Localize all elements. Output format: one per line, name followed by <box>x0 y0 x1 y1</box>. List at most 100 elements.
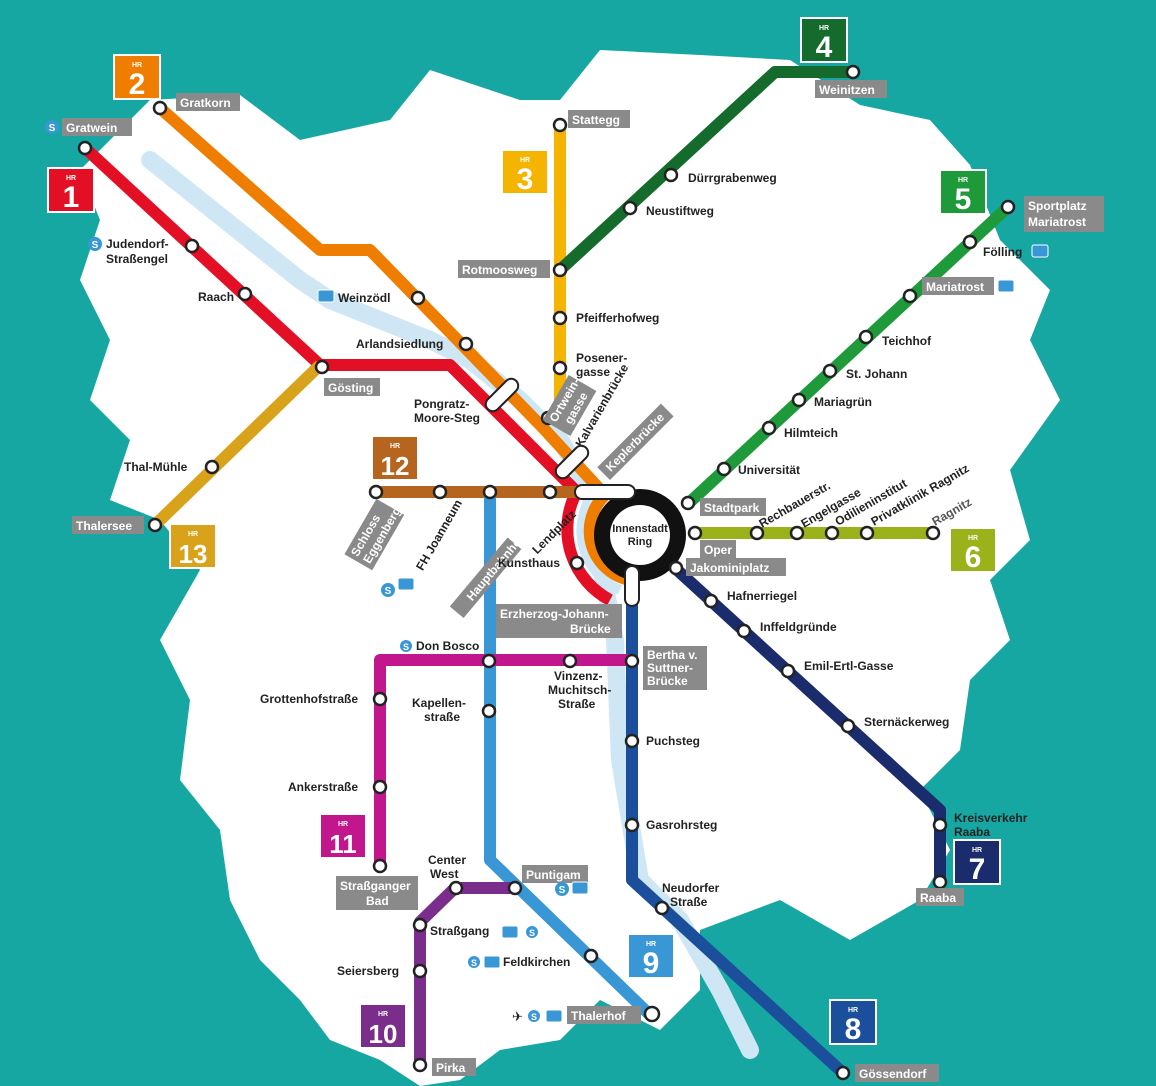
station-oper[interactable] <box>687 525 703 541</box>
station-don-bosco[interactable] <box>481 653 497 669</box>
station-sternaecker[interactable] <box>840 718 856 734</box>
station-bertha[interactable] <box>624 653 640 669</box>
station-schloss-eggenberg[interactable] <box>368 484 384 500</box>
label-duerrgrabenweg: Dürrgrabenweg <box>688 171 777 185</box>
badge-line-9[interactable]: HR 9 <box>627 933 675 980</box>
bus-icon-weinzoedl <box>317 289 335 303</box>
badge-line-4[interactable]: HR 4 <box>800 17 848 64</box>
label-box-hauptbahnhof <box>449 537 522 619</box>
badge-line-3[interactable]: HR 3 <box>501 149 549 196</box>
label-universitaet: Universität <box>738 463 800 477</box>
station-arlandsiedlung[interactable] <box>458 336 474 352</box>
station-goesting[interactable] <box>314 359 330 375</box>
station-odilien[interactable] <box>824 525 840 541</box>
station-thal-muehle[interactable] <box>204 459 220 475</box>
station-rotmoosweg[interactable] <box>552 262 568 278</box>
badge-line-10[interactable]: HR 10 <box>359 1003 407 1049</box>
badge-line-5[interactable]: HR 5 <box>939 169 987 216</box>
badge-line-6[interactable]: HR 6 <box>949 527 997 574</box>
station-sportplatz[interactable] <box>1000 199 1016 215</box>
station-gasrohrsteg[interactable] <box>624 817 640 833</box>
sbahn-icon-puntigam <box>555 882 569 896</box>
station-duerrgrabenweg[interactable] <box>663 167 679 183</box>
station-ankerstrasse[interactable] <box>372 779 388 795</box>
bus-icons <box>317 244 1049 1023</box>
badge-line-7[interactable]: HR 7 <box>953 839 1001 886</box>
station-puchsteg[interactable] <box>624 733 640 749</box>
station-privatklinik[interactable] <box>859 525 875 541</box>
station-kunsthaus[interactable] <box>569 555 585 571</box>
station-goessendorf[interactable] <box>835 1065 851 1081</box>
station-neudorfer[interactable] <box>654 900 670 916</box>
sbahn-icon-puntigam-text: S <box>559 885 566 896</box>
station-emil-ertl[interactable] <box>780 663 796 679</box>
badge-line-12[interactable]: HR 12 <box>371 435 419 481</box>
label-oper: Oper <box>704 543 732 557</box>
station-hauptbahnhof[interactable] <box>482 484 498 500</box>
station-teichhof[interactable] <box>858 329 874 345</box>
station-raaba[interactable] <box>932 874 948 890</box>
station-pfeifferhofweg[interactable] <box>552 310 568 326</box>
label-neudorfer-1: Neudorfer <box>662 881 720 895</box>
station-inffeldgruende[interactable] <box>736 623 752 639</box>
station-mariagruen[interactable] <box>791 392 807 408</box>
station-universitaet[interactable] <box>716 461 732 477</box>
svg-text:1: 1 <box>63 181 80 214</box>
label-seiersberg: Seiersberg <box>337 964 399 978</box>
station-thalersee[interactable] <box>147 517 163 533</box>
label-strassgang: Straßgang <box>430 924 489 938</box>
transfer-pill-pongratz[interactable] <box>483 376 521 414</box>
station-raach[interactable] <box>237 286 253 302</box>
station-puntigam[interactable] <box>507 880 523 896</box>
station-thalerhof[interactable] <box>643 1005 661 1023</box>
station-weinzoedl[interactable] <box>410 290 426 306</box>
station-gratwein[interactable] <box>77 140 93 156</box>
badge-line-13[interactable]: HR 13 <box>169 523 217 569</box>
station-judendorf[interactable] <box>184 238 200 254</box>
station-rechbauer[interactable] <box>749 525 765 541</box>
station-strassganger-bad[interactable] <box>372 858 388 874</box>
badge-line-8[interactable]: HR 8 <box>829 999 877 1046</box>
ring-arc-blue <box>576 492 623 595</box>
station-engelgasse[interactable] <box>789 525 805 541</box>
transfer-pill-ring-top[interactable] <box>574 484 636 500</box>
station-weinitzen[interactable] <box>845 64 861 80</box>
station-jakominiplatz[interactable] <box>668 560 684 576</box>
badge-line-1[interactable]: HR 1 <box>47 167 95 214</box>
station-grottenhof[interactable] <box>372 691 388 707</box>
station-strassgang[interactable] <box>412 917 428 933</box>
station-st-johann[interactable] <box>822 363 838 379</box>
svg-text:HR: HR <box>972 847 982 854</box>
label-thal-muehle: Thal-Mühle <box>124 460 188 474</box>
station-stattegg[interactable] <box>552 117 568 133</box>
badge-line-11[interactable]: HR 11 <box>319 813 367 859</box>
station-lendplatz[interactable] <box>542 484 558 500</box>
station-fh-joanneum[interactable] <box>432 484 448 500</box>
label-judendorf-1: Judendorf- <box>106 237 169 251</box>
station-pirka[interactable] <box>412 1057 428 1073</box>
station-kreisverkehr[interactable] <box>932 817 948 833</box>
station-gratkorn[interactable] <box>152 100 168 116</box>
label-feldkirchen: Feldkirchen <box>503 955 570 969</box>
label-center-1: Center <box>428 853 466 867</box>
label-foelling: Fölling <box>983 245 1022 259</box>
station-seiersberg[interactable] <box>412 963 428 979</box>
station-kapellenstrasse[interactable] <box>481 703 497 719</box>
station-stadtpark[interactable] <box>680 495 696 511</box>
station-neustiftweg[interactable] <box>622 200 638 216</box>
label-kreisverkehr-1: Kreisverkehr <box>954 811 1028 825</box>
station-posenergasse[interactable] <box>552 360 568 376</box>
label-vinzenz-3: Straße <box>558 697 596 711</box>
station-ragnitz[interactable] <box>925 525 941 541</box>
transfer-pill-keplerbruecke[interactable] <box>553 443 591 481</box>
station-hilmteich[interactable] <box>761 420 777 436</box>
transfer-pill-ring-bottom[interactable] <box>624 565 640 607</box>
station-hafnerriegel[interactable] <box>703 593 719 609</box>
station-vinzenz[interactable] <box>562 653 578 669</box>
station-mariatrost[interactable] <box>902 288 918 304</box>
station-center-west[interactable] <box>448 880 464 896</box>
label-box-raaba <box>916 888 964 906</box>
station-feldkirchen[interactable] <box>583 948 599 964</box>
badge-line-2[interactable]: HR 2 <box>113 54 161 101</box>
station-foelling[interactable] <box>962 234 978 250</box>
